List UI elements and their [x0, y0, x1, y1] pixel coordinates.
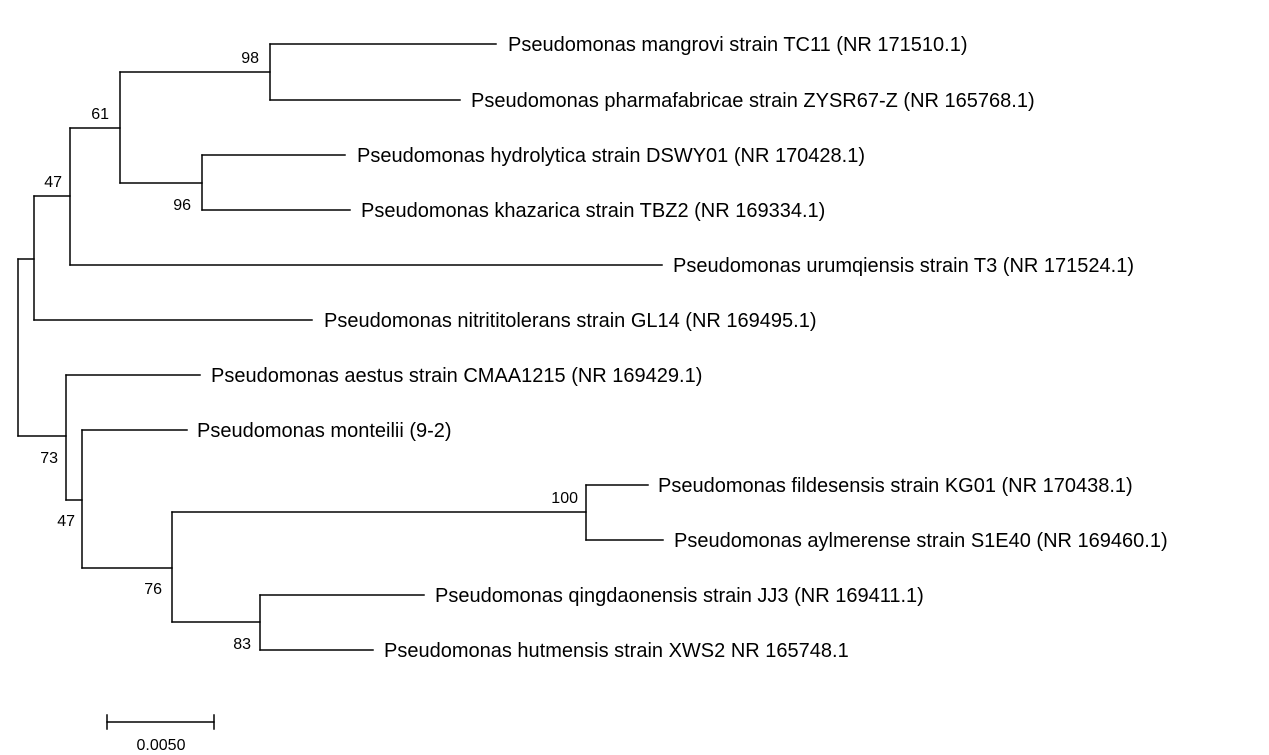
- taxon-label: Pseudomonas fildesensis strain KG01 (NR …: [658, 475, 1133, 497]
- bootstrap-value: 83: [233, 636, 251, 653]
- taxon-label: Pseudomonas qingdaonensis strain JJ3 (NR…: [435, 585, 924, 607]
- bootstrap-value: 47: [57, 513, 75, 530]
- taxon-label: Pseudomonas urumqiensis strain T3 (NR 17…: [673, 255, 1134, 277]
- taxon-label: Pseudomonas aestus strain CMAA1215 (NR 1…: [211, 365, 702, 387]
- bootstrap-value: 98: [241, 50, 259, 67]
- bootstrap-value: 73: [40, 450, 58, 467]
- bootstrap-value: 96: [173, 197, 191, 214]
- taxon-label: Pseudomonas mangrovi strain TC11 (NR 171…: [508, 34, 968, 56]
- bootstrap-value: 76: [144, 581, 162, 598]
- taxon-label: Pseudomonas aylmerense strain S1E40 (NR …: [674, 530, 1168, 552]
- scale-bar: 0.0050: [106, 714, 215, 754]
- taxon-label: Pseudomonas monteilii (9-2): [197, 420, 452, 442]
- taxon-label: Pseudomonas nitrititolerans strain GL14 …: [324, 310, 816, 332]
- taxon-label: Pseudomonas pharmafabricae strain ZYSR67…: [471, 90, 1035, 112]
- scale-bar-label: 0.0050: [137, 737, 186, 754]
- taxon-label: Pseudomonas khazarica strain TBZ2 (NR 16…: [361, 200, 825, 222]
- bootstrap-value: 47: [44, 174, 62, 191]
- bootstrap-value: 61: [91, 106, 109, 123]
- taxon-label: Pseudomonas hydrolytica strain DSWY01 (N…: [357, 145, 865, 167]
- taxon-label: Pseudomonas hutmensis strain XWS2 NR 165…: [384, 640, 849, 662]
- bootstrap-value: 100: [551, 490, 578, 507]
